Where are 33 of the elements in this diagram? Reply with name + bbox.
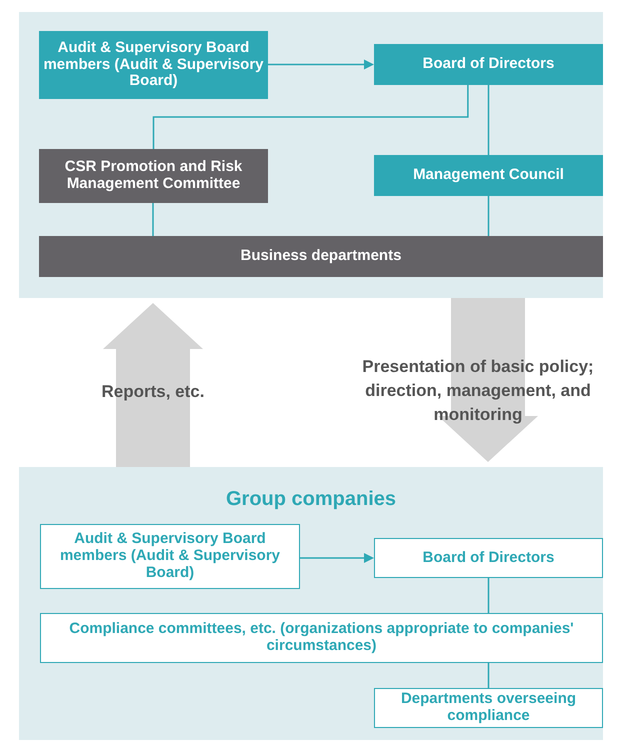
org-box: [40, 524, 300, 589]
org-box: [39, 236, 603, 277]
box-label: Business departments: [240, 248, 402, 265]
box-label: Departments overseeing compliance: [400, 691, 578, 725]
connector-line: [488, 85, 490, 155]
block-arrow: [103, 303, 203, 467]
box-label: Audit & Supervisory Board members (Audit & Supervisory Board): [58, 531, 282, 582]
org-box: [39, 149, 268, 203]
connector-line: [152, 85, 469, 149]
connector-line: [152, 203, 154, 236]
group-panel: [19, 467, 603, 740]
org-box: [374, 538, 603, 578]
arrow: [268, 60, 374, 70]
box-label: Board of Directors: [422, 550, 554, 566]
org-box: [374, 688, 603, 728]
box-label: CSR Promotion and Risk Management Committee: [64, 159, 244, 193]
org-box: [374, 44, 603, 85]
org-box: [374, 155, 603, 196]
box-label: Management Council: [413, 167, 564, 184]
panel-heading: Group companies: [226, 487, 396, 512]
edge-label: Reports, etc.: [100, 381, 206, 403]
block-arrow: [438, 298, 538, 462]
org-box: [40, 613, 603, 663]
connector-line: [488, 663, 490, 688]
arrow: [300, 553, 374, 563]
box-label: Board of Directors: [422, 56, 554, 73]
box-label: Audit & Supervisory Board members (Audit & Supervisory Board): [43, 40, 264, 90]
edge-label: Presentation of basic policy; direction, management, and monitoring: [361, 356, 595, 426]
box-label: Compliance committees, etc. (organizations appropriate to companies' circumstances): [68, 621, 575, 655]
org-box: [39, 31, 268, 99]
group-panel: [19, 12, 603, 298]
connector-line: [488, 196, 490, 236]
connector-line: [488, 578, 490, 613]
